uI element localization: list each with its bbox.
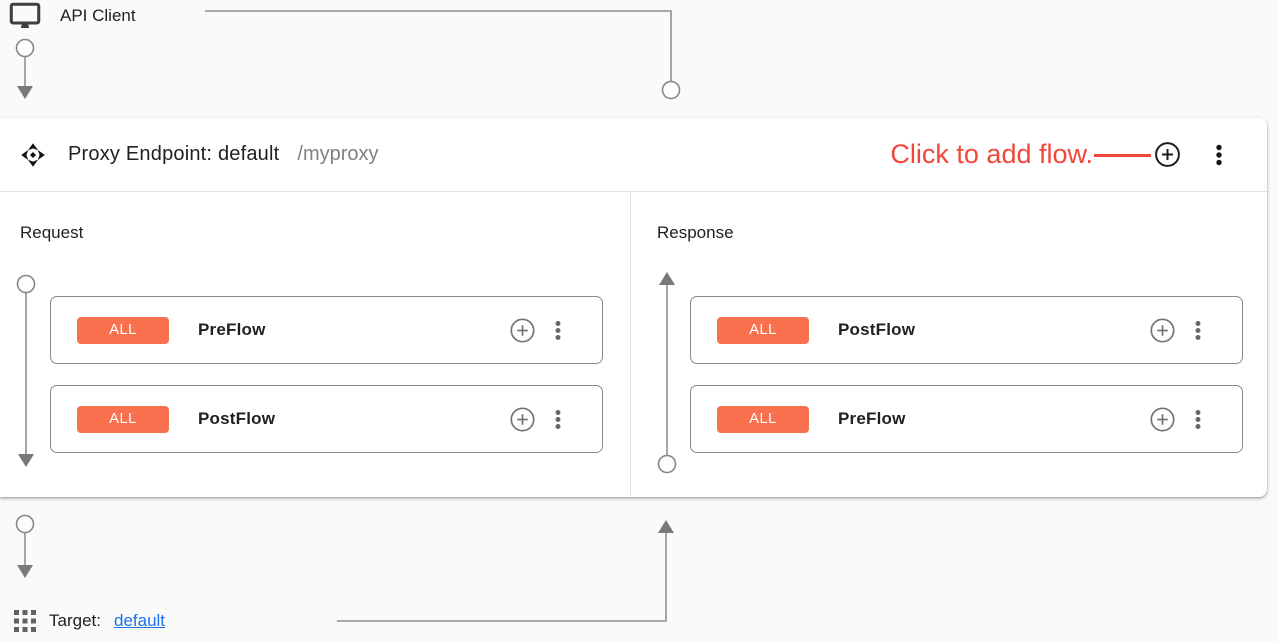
add-flow-button[interactable] <box>1154 141 1181 168</box>
response-pane: Response ALL PostFlow <box>631 192 1267 496</box>
add-flow-annotation-text: Click to add flow. <box>890 139 1093 169</box>
flow-card-response-postflow[interactable]: ALL PostFlow <box>690 296 1243 364</box>
api-client-node: API Client <box>8 2 136 30</box>
client-to-proxy-connectors <box>15 10 681 100</box>
proxy-endpoint-header: Proxy Endpoint: default /myproxy Click t… <box>0 118 1267 192</box>
proxy-endpoint-move-icon <box>21 142 45 167</box>
proxy-base-path: /myproxy <box>297 143 379 165</box>
flow-card-request-postflow[interactable]: ALL PostFlow <box>50 385 603 453</box>
flow-name: PreFlow <box>198 320 266 339</box>
proxy-endpoint-title: Proxy Endpoint: default <box>68 143 280 165</box>
add-policy-button[interactable] <box>1149 406 1176 433</box>
target-default-link[interactable]: default <box>113 611 166 630</box>
condition-badge: ALL <box>77 405 169 433</box>
flow-name: PreFlow <box>838 409 906 428</box>
request-pane: Request ALL PreFlow <box>0 192 631 496</box>
proxy-endpoint-panel: Proxy Endpoint: default /myproxy Click t… <box>0 118 1267 497</box>
flow-card-response-preflow[interactable]: ALL PreFlow <box>690 385 1243 453</box>
flow-menu-button[interactable] <box>550 406 566 433</box>
add-policy-button[interactable] <box>509 317 536 344</box>
target-label: Target: <box>49 611 101 630</box>
proxy-endpoint-menu-button[interactable] <box>1211 141 1227 169</box>
condition-badge: ALL <box>77 316 169 344</box>
flow-menu-button[interactable] <box>1190 317 1206 344</box>
condition-badge: ALL <box>717 405 809 433</box>
target-node: Target: default <box>14 607 165 635</box>
request-heading: Request <box>20 223 84 242</box>
target-grid-icon <box>14 610 36 632</box>
flow-card-request-preflow[interactable]: ALL PreFlow <box>50 296 603 364</box>
request-flow-rail <box>16 274 36 467</box>
response-flow-rail <box>657 272 677 474</box>
flow-name: PostFlow <box>198 409 276 428</box>
response-heading: Response <box>657 223 734 242</box>
flow-menu-button[interactable] <box>550 317 566 344</box>
proxy-endpoint-body: Request ALL PreFlow <box>0 192 1267 496</box>
proxy-to-target-connectors <box>15 514 674 622</box>
add-policy-button[interactable] <box>509 406 536 433</box>
annotation-pointer-line <box>1094 154 1151 157</box>
flow-menu-button[interactable] <box>1190 406 1206 433</box>
condition-badge: ALL <box>717 316 809 344</box>
monitor-icon <box>9 2 41 29</box>
api-client-label: API Client <box>60 6 136 25</box>
add-policy-button[interactable] <box>1149 317 1176 344</box>
flow-name: PostFlow <box>838 320 916 339</box>
